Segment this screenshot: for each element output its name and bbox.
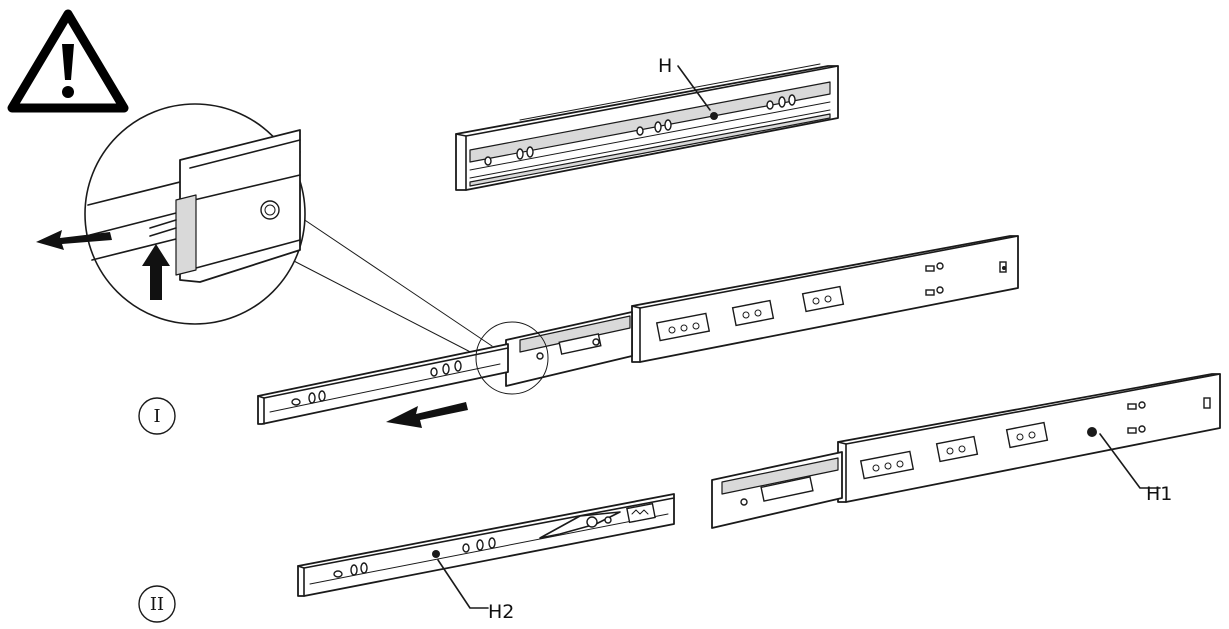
detail-rail-closeup (87, 129, 301, 283)
release-lever-arrow-up (142, 244, 170, 300)
step-marker-2: II (138, 585, 176, 623)
warning-triangle-icon (7, 9, 129, 113)
pull-out-arrow-step-1 (386, 402, 468, 428)
label-h1: H1 (1146, 483, 1172, 505)
top-slide-rail: H (455, 55, 839, 191)
detail-magnifier (84, 103, 493, 361)
step-marker-1: I (138, 397, 176, 435)
slide-assembly-step-2: H1 H2 (297, 373, 1221, 623)
pull-direction-arrow-left (36, 230, 112, 250)
slide-assembly-step-1 (257, 235, 1019, 425)
label-h2: H2 (488, 601, 514, 623)
label-h: H (658, 55, 672, 77)
step-label-1: I (153, 406, 160, 427)
step-label-2: II (150, 594, 164, 615)
